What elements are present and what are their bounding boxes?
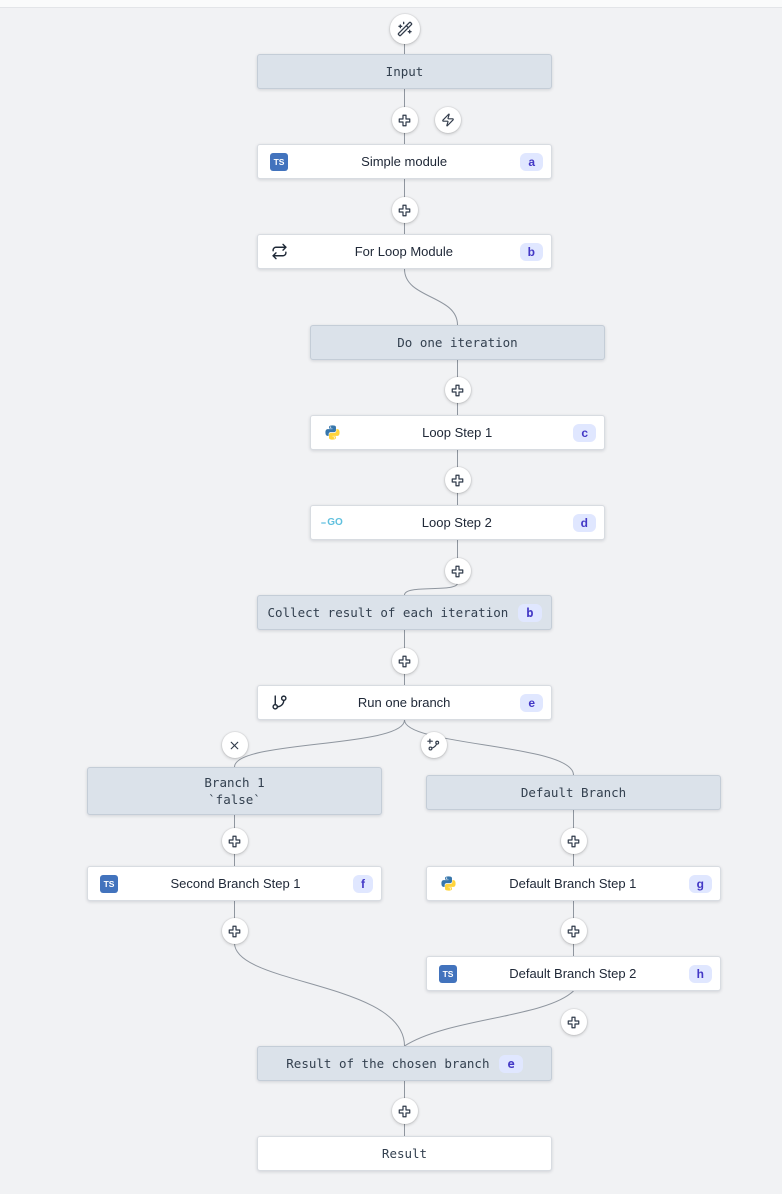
node-label: Default Branch [520,785,627,800]
node-label: Second Branch Step 1 [170,876,301,891]
add-branch-button[interactable] [421,732,447,758]
typescript-icon: TS [270,152,288,171]
node-label: Default Branch Step 1 [509,876,637,891]
go-icon: GO [321,514,343,532]
node-default-branch-step-1[interactable]: Default Branch Step 1 g [426,866,721,901]
step-id-badge: e [520,693,543,712]
branch-label: Branch 1 [204,775,265,790]
branch-plus-icon [427,738,441,752]
trigger-button[interactable] [435,107,461,133]
step-id-badge: c [573,423,596,442]
plus-icon [566,924,581,939]
step-id-badge: f [353,874,373,893]
remove-branch-button[interactable] [221,732,248,758]
node-result[interactable]: Result [257,1136,552,1171]
step-id-badge: b [519,242,543,261]
plus-icon [397,654,412,669]
step-id-badge: b [518,603,542,622]
plus-icon [397,113,412,128]
zap-icon [441,113,455,127]
node-label: Simple module [361,154,448,169]
add-step-button[interactable] [560,918,587,944]
step-id-badge: h [688,964,712,983]
add-step-button[interactable] [444,377,471,403]
node-default-branch-step-2[interactable]: TS Default Branch Step 2 h [426,956,721,991]
plus-icon [227,924,242,939]
add-step-button[interactable] [391,648,418,674]
node-second-branch-step-1[interactable]: TS Second Branch Step 1 f [87,866,382,901]
node-input[interactable]: Input [257,54,552,89]
node-label: For Loop Module [354,244,453,259]
plus-icon [397,1104,412,1119]
step-id-badge: e [499,1054,523,1073]
node-for-loop-module[interactable]: For Loop Module b [257,234,552,269]
branch-predicate: `false` [208,792,261,807]
add-step-button[interactable] [444,558,471,584]
python-icon [439,875,457,893]
node-label: Loop Step 2 [421,515,492,530]
repeat-icon [270,243,288,261]
plus-icon [566,834,581,849]
node-label: Result [381,1146,428,1161]
node-label: Collect result of each iteration [267,605,509,620]
node-label: Do one iteration [397,335,518,350]
add-step-button[interactable] [391,197,418,223]
add-step-button[interactable] [391,1098,418,1124]
plus-icon [450,383,465,398]
top-border-bar [0,0,782,8]
ai-wand-button[interactable] [389,14,420,44]
node-result-chosen-branch[interactable]: Result of the chosen branch e [257,1046,552,1081]
typescript-icon: TS [100,874,118,893]
add-step-button[interactable] [221,918,248,944]
plus-icon [227,834,242,849]
add-step-button[interactable] [391,107,418,133]
add-step-button[interactable] [560,828,587,854]
plus-icon [397,203,412,218]
node-label: Input [385,64,424,79]
plus-icon [566,1015,581,1030]
step-id-badge: a [520,152,543,171]
node-do-one-iteration[interactable]: Do one iteration [310,325,605,360]
add-step-button[interactable] [560,1009,587,1035]
node-branch-1[interactable]: Branch 1 `false` [87,767,382,815]
typescript-icon: TS [439,964,457,983]
node-simple-module[interactable]: TS Simple module a [257,144,552,179]
node-run-one-branch[interactable]: Run one branch e [257,685,552,720]
add-step-button[interactable] [444,467,471,493]
plus-icon [450,564,465,579]
close-icon [228,739,241,752]
node-loop-step-2[interactable]: GO Loop Step 2 d [310,505,605,540]
node-default-branch[interactable]: Default Branch [426,775,721,810]
step-id-badge: d [572,513,596,532]
wand-sparkles-icon [397,21,413,37]
node-label: Run one branch [357,695,451,710]
add-step-button[interactable] [221,828,248,854]
node-label: Default Branch Step 2 [509,966,637,981]
git-branch-icon [270,694,288,712]
node-loop-step-1[interactable]: Loop Step 1 c [310,415,605,450]
python-icon [323,424,341,442]
node-label: Result of the chosen branch [286,1056,490,1071]
step-id-badge: g [688,874,712,893]
node-label: Loop Step 1 [422,425,493,440]
node-collect-result[interactable]: Collect result of each iteration b [257,595,552,630]
plus-icon [450,473,465,488]
